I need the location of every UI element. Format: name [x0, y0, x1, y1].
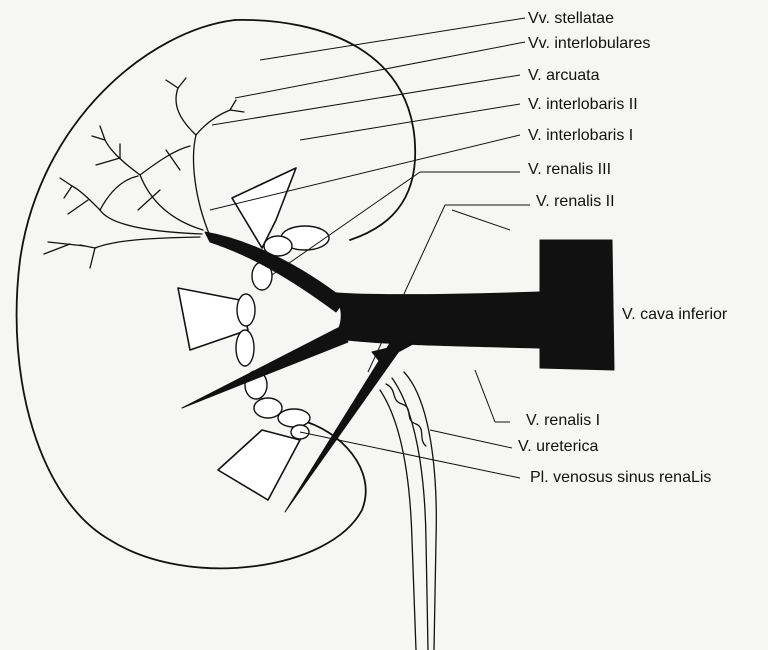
label-v-renalis-1: V. renalis I	[526, 412, 600, 430]
label-v-interlobaris-1: V. interlobaris I	[528, 127, 633, 145]
label-v-cava-inferior: V. cava inferior	[622, 306, 727, 324]
vena-cava-inferior	[540, 240, 614, 370]
label-vv-interlobulares: Vv. interlobulares	[528, 35, 650, 53]
label-v-interlobaris-2: V. interlobaris II	[528, 96, 638, 114]
calyx-lower	[218, 430, 300, 500]
label-v-ureterica: V. ureterica	[518, 438, 598, 456]
label-v-renalis-3: V. renalis III	[528, 161, 611, 179]
label-pl-venosus: Pl. venosus sinus renaLis	[530, 469, 711, 487]
label-v-arcuata: V. arcuata	[528, 67, 599, 85]
label-vv-stellatae: Vv. stellatae	[528, 10, 614, 28]
vena-renalis-trunk	[330, 292, 540, 348]
label-v-renalis-2: V. renalis II	[536, 193, 615, 211]
ureter	[380, 372, 436, 650]
